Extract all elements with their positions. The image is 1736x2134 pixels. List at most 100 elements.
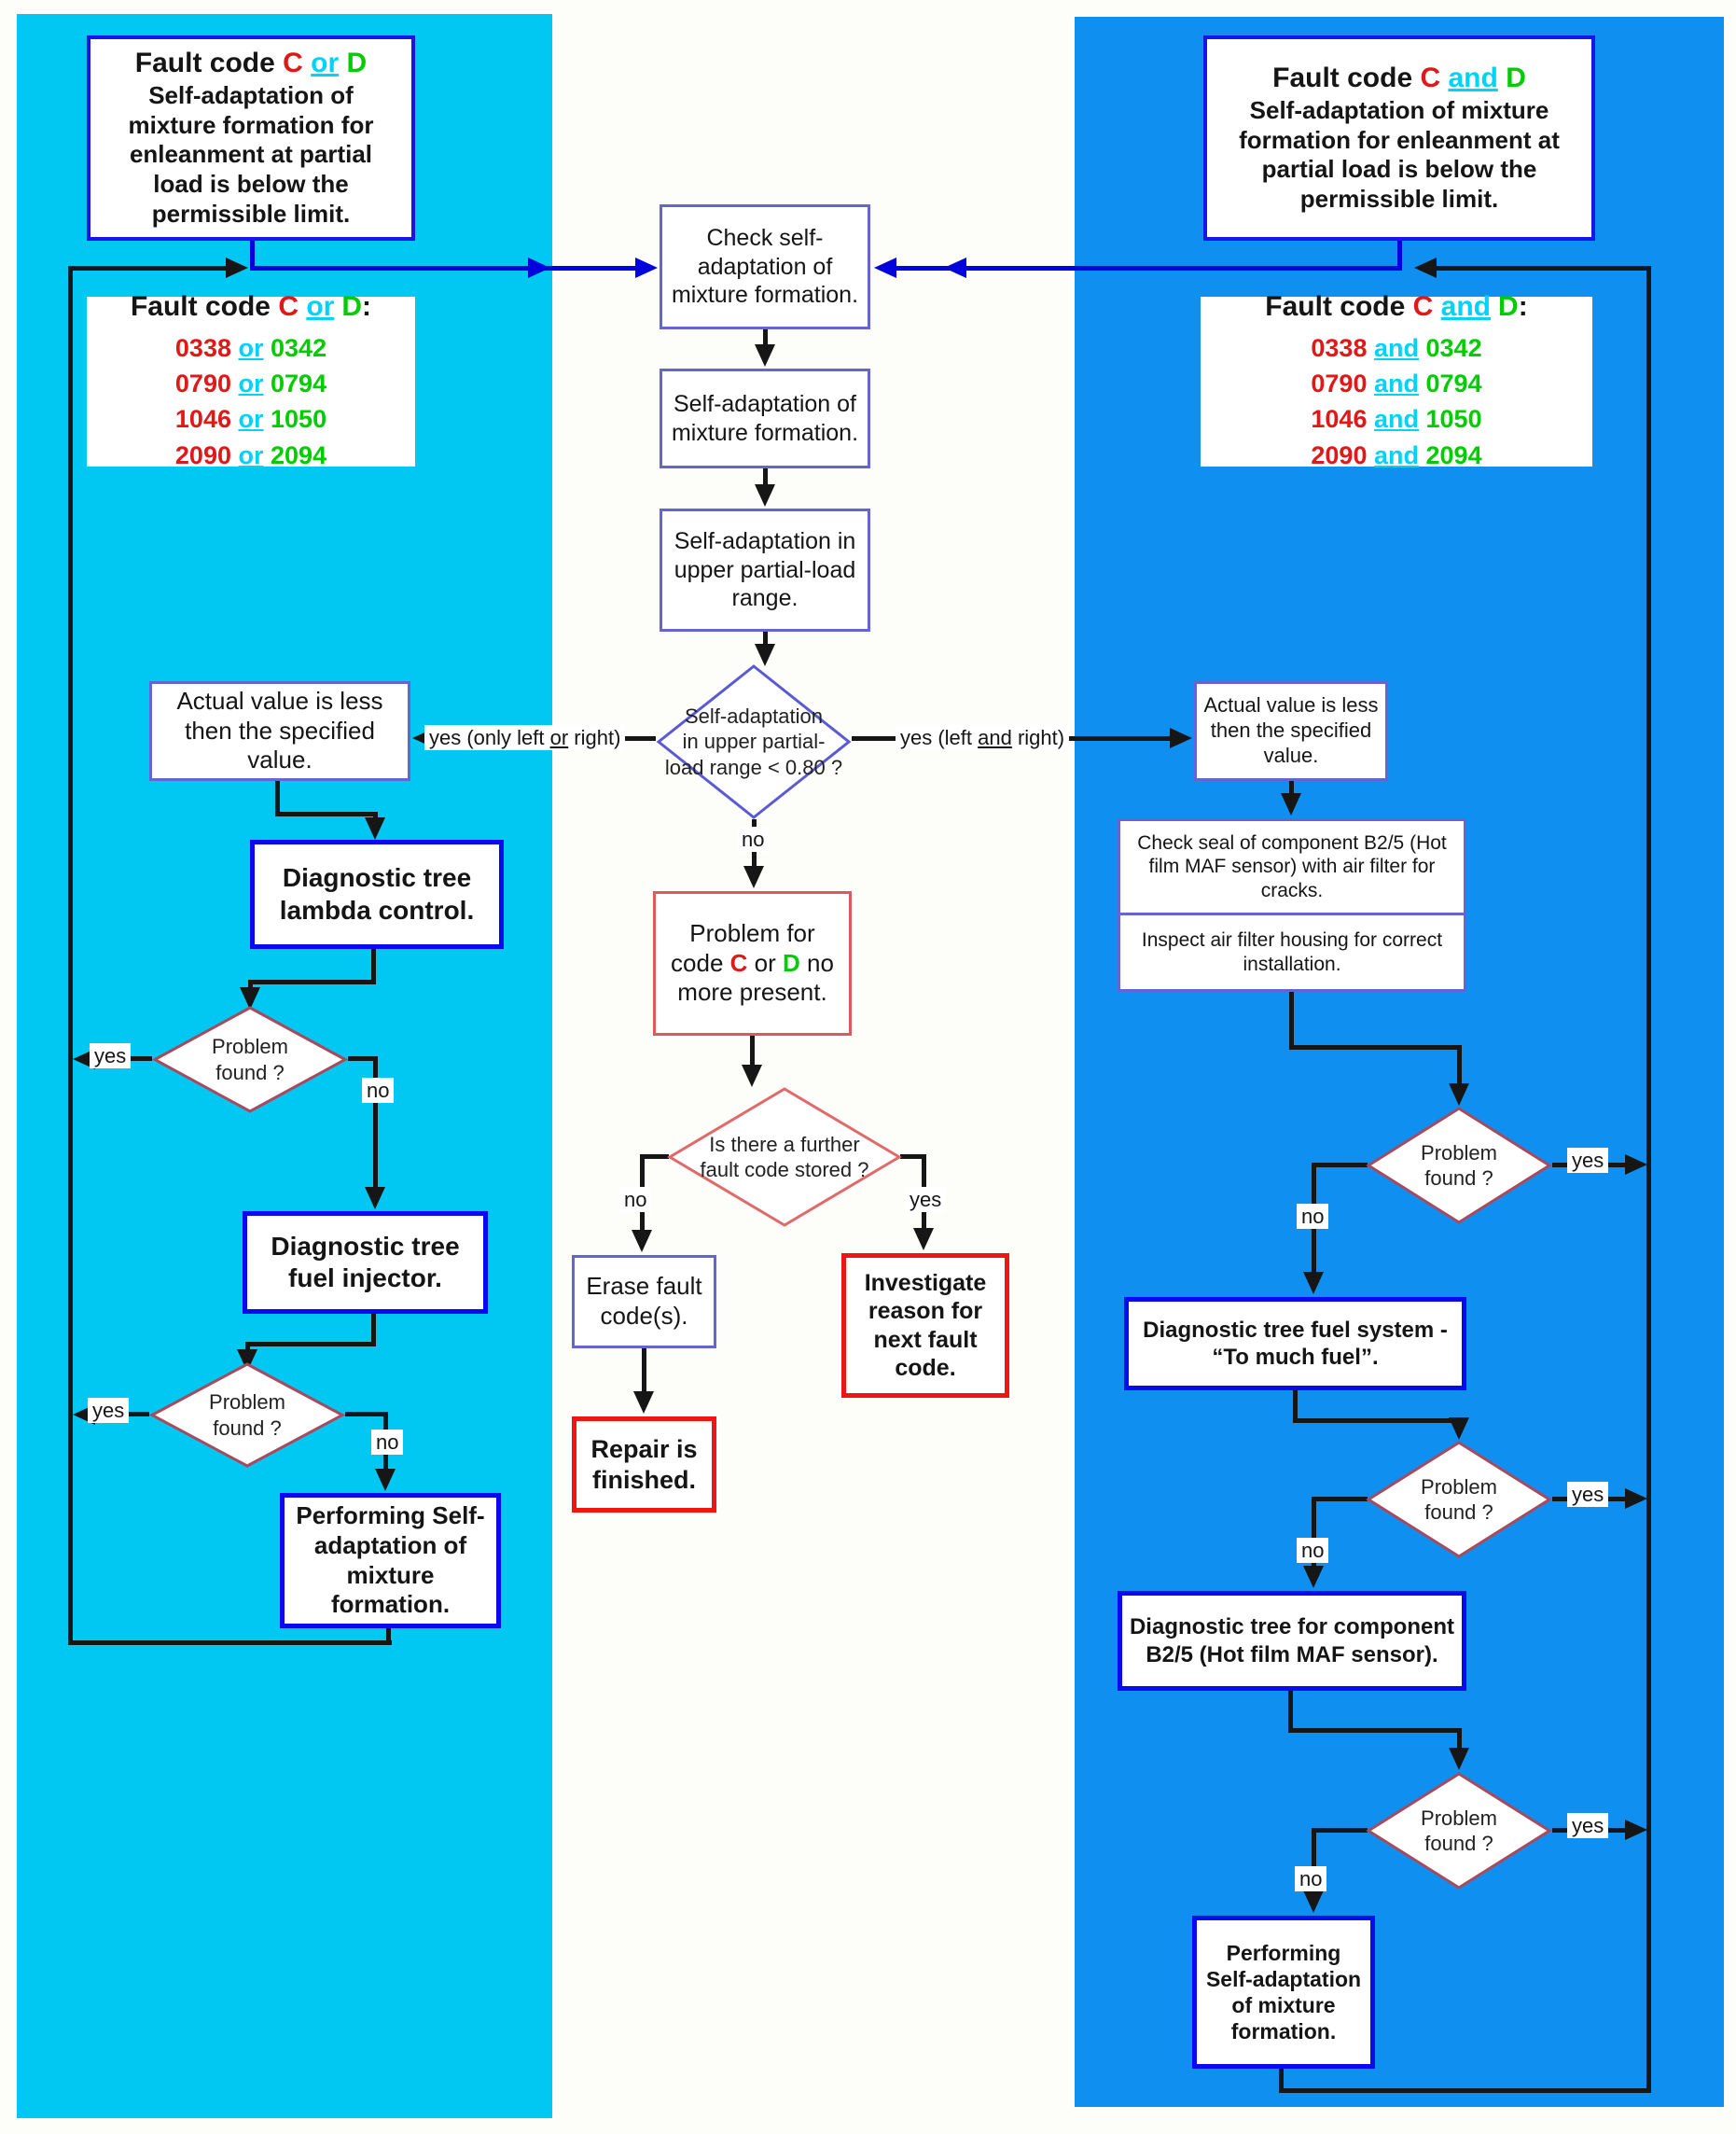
code-value: 0794 [1425, 369, 1482, 398]
line-component-elbow [1288, 1728, 1462, 1733]
line-rdiamond2-no-h [1315, 1497, 1368, 1501]
left-problem-found-diamond-1: Problem found ? [152, 1006, 348, 1113]
middle-investigate-reason-box: Investigate reason for next fault code. [841, 1253, 1009, 1398]
middle-investigate-text: Investigate reason for next fault code. [864, 1269, 987, 1382]
left-codes-d: D [341, 291, 363, 323]
left-loop-top-line [70, 266, 228, 271]
left-code-row: 1046 or 1050 [175, 401, 326, 437]
arrowhead-into-injector [365, 1187, 385, 1209]
right-codes-colon: : [1518, 291, 1528, 323]
line-ldiamond2-no-h [345, 1412, 388, 1416]
label-yes-only-left-or-right: yes (only left or right) [424, 725, 626, 751]
problem-text-part: Problem for code [671, 918, 815, 977]
code-value: 1050 [1425, 405, 1482, 434]
label-conjunction: or [549, 726, 569, 749]
code-conjunction: and [1373, 369, 1419, 398]
arrowhead-right-left-junction [226, 258, 248, 278]
line-rdiamond3-no-v [1312, 1828, 1316, 1892]
line-injector-elbow [245, 1342, 376, 1346]
diamond-label-line: fault code stored ? [700, 1158, 869, 1181]
right-problem-found-diamond-1: Problem found ? [1366, 1107, 1552, 1224]
line-lambda-down [371, 949, 376, 984]
line-checkseal-elbow [1289, 1045, 1462, 1050]
right-fuel-system-line1: Diagnostic tree fuel system - [1143, 1317, 1448, 1343]
left-codes-colon: : [362, 291, 372, 323]
diamond-label: Is there a further fault code stored ? [667, 1087, 902, 1227]
left-lambda-control-text: Diagnostic tree lambda control. [279, 863, 475, 925]
line-rdiamond3-no-h [1315, 1828, 1368, 1833]
inspect-housing-cell: Inspect air filter housing for correct i… [1120, 915, 1464, 989]
problem-code-c: C [729, 948, 748, 977]
right-performing-selfadaptation-box: Performing Self-adaptation of mixture fo… [1192, 1916, 1375, 2069]
right-title-heading: Fault code C and D [1272, 62, 1526, 96]
right-code-row: 0790 and 0794 [1311, 366, 1481, 401]
code-value: 0338 [1311, 333, 1368, 362]
line-ldiamond1-no-h [348, 1056, 378, 1061]
inspect-housing-text: Inspect air filter housing for correct i… [1141, 929, 1443, 975]
right-title-code-d: D [1506, 63, 1526, 94]
blue-line-right-to-check [895, 266, 1399, 271]
left-code-row: 0790 or 0794 [175, 366, 326, 401]
code-conjunction: and [1373, 333, 1419, 362]
code-conjunction: or [238, 440, 264, 469]
arrowhead-into-lambda [365, 817, 385, 840]
label-no-left-diamond2: no [371, 1430, 404, 1456]
label-no-right-diamond2: no [1297, 1538, 1329, 1564]
line-rdiamond2-no-v [1312, 1497, 1316, 1568]
diamond-label: Problem found ? [149, 1362, 345, 1468]
diamond-label-line: found ? [1424, 1500, 1493, 1524]
diamond-label-line: found ? [215, 1060, 285, 1084]
code-value: 0790 [174, 369, 231, 398]
right-performing-text: Performing Self-adaptation of mixture fo… [1205, 1940, 1362, 2044]
line-component-down [1288, 1691, 1293, 1733]
right-loop-top-line [1437, 266, 1649, 271]
line-checkseal-down [1289, 992, 1294, 1050]
arrowhead-left-right-junction [1414, 258, 1437, 278]
right-component-b25-box: Diagnostic tree for component B2/5 (Hot … [1118, 1591, 1466, 1691]
diamond-shape [1366, 1107, 1552, 1224]
diamond-label: Self-adaptation in upper partial- load r… [656, 664, 852, 819]
right-title-prefix: Fault code [1272, 63, 1413, 94]
diamond-label-line: in upper partial- [682, 730, 826, 754]
right-component-line2: B2/5 (Hot film MAF sensor). [1146, 1641, 1438, 1667]
diamond-label: Problem found ? [1366, 1107, 1552, 1224]
middle-selfadaptation-decision-diamond: Self-adaptation in upper partial- load r… [656, 664, 852, 819]
left-loop-vertical-line [68, 266, 73, 1645]
middle-selfadaptation-text: Self-adaptation of mixture formation. [671, 391, 859, 446]
left-title-prefix: Fault code [134, 48, 275, 79]
diamond-label-line: Is there a further [709, 1132, 860, 1156]
line-fuelsystem-down [1293, 1390, 1298, 1423]
diamond-label-line: Problem [1421, 1806, 1497, 1830]
label-yes-right-diamond1: yes [1567, 1148, 1609, 1174]
code-value: 2094 [1425, 440, 1482, 469]
arrowhead-rdiamond2-yes [1625, 1488, 1647, 1509]
code-conjunction: and [1373, 440, 1419, 469]
code-value: 0342 [1425, 333, 1482, 362]
line-problem-to-decision2 [750, 1036, 755, 1067]
middle-repair-text: Repair is finished. [590, 1434, 698, 1494]
diamond-shape [1366, 1772, 1552, 1890]
left-codes-prefix: Fault code [130, 291, 271, 323]
right-performing-stub-line [1279, 2069, 1284, 2093]
left-performing-stub-line [386, 1625, 391, 1644]
arrowhead-into-decision2 [742, 1065, 762, 1087]
problem-text-part: or [747, 948, 784, 977]
right-fault-code-title-box: Fault code C and D Self-adaptation of mi… [1203, 35, 1595, 241]
arrowhead-blue-panel-edge-left [528, 258, 550, 278]
left-title-body: Self-adaptation of mixture formation for… [128, 81, 374, 228]
line-fuelsystem-elbow [1293, 1418, 1462, 1423]
middle-further-fault-code-diamond: Is there a further fault code stored ? [667, 1087, 902, 1227]
label-no-middle-decision: no [737, 827, 770, 853]
middle-erase-fault-codes-box: Erase fault code(s). [572, 1255, 716, 1348]
line-rdiamond1-no-h [1315, 1163, 1368, 1167]
arrowhead-into-rdiamond3 [1449, 1748, 1469, 1770]
left-actual-value-text: Actual value is less then the specified … [176, 686, 383, 774]
left-code-row: 2090 or 2094 [175, 438, 326, 473]
line-injector-down [371, 1314, 376, 1346]
diamond-label-line: found ? [1424, 1832, 1493, 1855]
line-lactual-drop [373, 812, 378, 819]
